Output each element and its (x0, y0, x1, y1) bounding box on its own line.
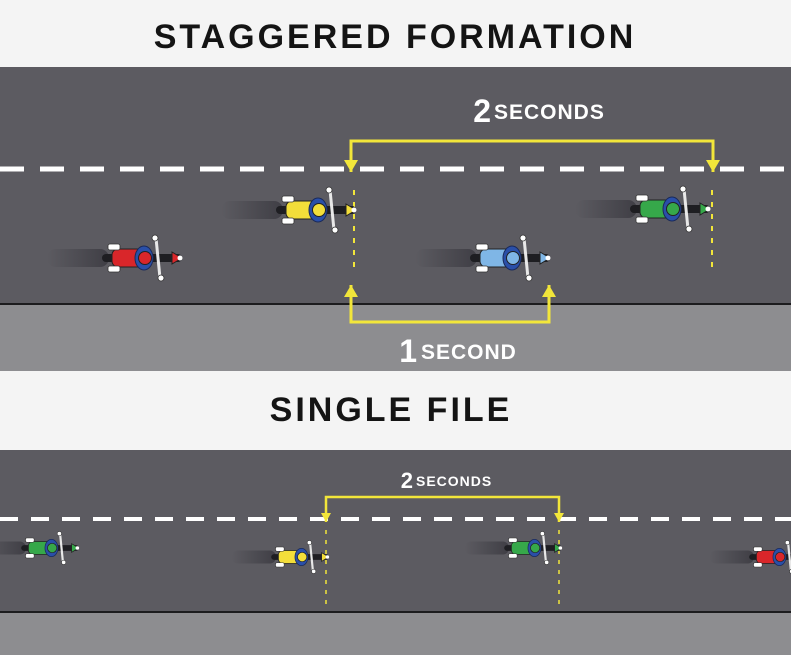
bracket-arrow-icon (542, 285, 556, 297)
staggered-shoulder (0, 305, 791, 371)
motorcycle-red-icon (47, 234, 183, 282)
bracket-arrow-icon (321, 513, 331, 522)
bottom-label-word: SECOND (421, 341, 517, 364)
motorcycle-blue-icon (415, 234, 551, 282)
staggered-top-label: 2 SECONDS (473, 93, 605, 129)
top-label-word: SECONDS (494, 101, 605, 124)
single-file-shoulder (0, 613, 791, 655)
top-label-number: 2 (473, 93, 491, 129)
single-file-label: 2 SECONDS (401, 468, 492, 493)
staggered-title: STAGGERED FORMATION (154, 18, 637, 56)
single-file-label-word: SECONDS (416, 473, 492, 489)
single-file-label-number: 2 (401, 468, 413, 493)
motorcycle-green-icon (0, 531, 80, 565)
bracket-arrow-icon (554, 513, 564, 522)
staggered-bottom-label: 1 SECOND (399, 333, 517, 369)
bracket-arrow-icon (344, 160, 358, 172)
single-file-road (0, 450, 791, 612)
motorcycle-yellow-icon (231, 540, 330, 574)
motorcycle-red-icon (709, 540, 791, 574)
motorcycle-yellow-icon (221, 186, 357, 234)
bracket-arrow-icon (344, 285, 358, 297)
single-file-title: SINGLE FILE (270, 391, 513, 429)
staggered-top-bracket (349, 139, 715, 172)
single-file-bracket (324, 495, 561, 522)
staggered-bottom-bracket (349, 285, 551, 324)
motorcycle-green-icon (575, 185, 711, 233)
motorcycle-green-icon (464, 531, 563, 565)
bottom-label-number: 1 (399, 333, 417, 369)
bracket-arrow-icon (706, 160, 720, 172)
